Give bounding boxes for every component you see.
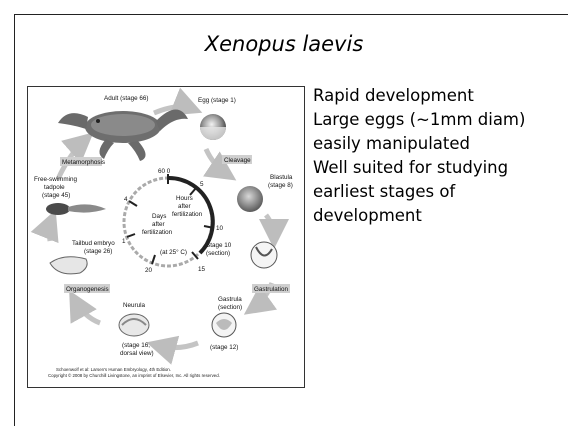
bullet-line: Large eggs (~1mm diam): [313, 110, 526, 129]
clock-tick-4: 4: [124, 196, 128, 203]
label-cleavage: Cleavage: [224, 157, 251, 164]
label-gastrula: Gastrula: [218, 296, 242, 303]
label-gastrulation: Gastrulation: [254, 286, 288, 293]
process-box-cleavage: [222, 155, 252, 164]
bullet-line: easily manipulated: [313, 134, 470, 153]
clock-tick-5: 5: [200, 181, 204, 188]
clock-hours-3: fertilization: [172, 211, 203, 218]
clock-temperature: (at 25° C): [160, 248, 187, 256]
label-gastrula-section: (section): [218, 304, 242, 311]
tadpole-illustration: [46, 203, 106, 215]
label-egg: Egg (stage 1): [198, 97, 236, 104]
bullet-line: Well suited for studying: [313, 158, 509, 177]
life-cycle-figure: Adult (stage 66) Egg (stage 1) Cleavage …: [27, 86, 305, 388]
life-cycle-diagram: Adult (stage 66) Egg (stage 1) Cleavage …: [30, 87, 293, 378]
label-metamorphosis: Metamorphosis: [62, 159, 105, 166]
blastula-illustration: [237, 186, 263, 212]
process-box-gastrulation: [252, 284, 290, 293]
figure-credit-2: Copyright © 2008 by Churchill Livingston…: [48, 373, 220, 378]
bullet-line: earliest stages of: [313, 182, 456, 201]
clock-tick-1: 1: [122, 238, 126, 245]
label-tadpole-3: (stage 45): [42, 192, 70, 199]
adult-frog-illustration: [58, 109, 188, 161]
bullet-line: Rapid development: [313, 86, 474, 105]
development-clock: Days after fertilization Hours after fer…: [122, 168, 224, 274]
clock-days-2: after: [152, 221, 165, 228]
process-box-organogenesis: [64, 284, 110, 293]
label-tadpole-2: tadpole: [44, 184, 65, 191]
clock-days-1: Days: [152, 213, 166, 220]
label-tadpole-1: Free-swimming: [34, 176, 78, 183]
label-tailbud: Tailbud embryo: [72, 240, 115, 247]
label-neurula-stage: (stage 16,: [122, 342, 150, 349]
label-blastula-stage: (stage 8): [268, 182, 293, 189]
process-box-metamorphosis: [60, 157, 102, 166]
slide-border-top: [14, 14, 568, 15]
label-stage-10: Stage 10: [206, 242, 232, 249]
clock-tick-10: 10: [216, 225, 224, 232]
label-gastrula-stage: (stage 12): [210, 344, 238, 351]
clock-tick-20: 20: [145, 267, 153, 274]
label-neurula: Neurula: [123, 302, 146, 309]
neurula-illustration: [118, 313, 150, 337]
slide-title: Xenopus laevis: [204, 32, 364, 56]
clock-hours-2: after: [178, 203, 191, 210]
clock-tick-60-0: 60 0: [158, 168, 171, 175]
tailbud-illustration: [49, 256, 88, 275]
clock-days-3: fertilization: [142, 229, 173, 236]
label-adult: Adult (stage 66): [104, 95, 148, 102]
label-stage-10-section: (section): [206, 250, 230, 257]
bullet-line: development: [313, 206, 422, 225]
label-organogenesis: Organogenesis: [66, 286, 109, 293]
label-tailbud-stage: (stage 26): [84, 248, 112, 255]
bullet-list: Rapid development Large eggs (~1mm diam)…: [313, 84, 563, 228]
clock-tick-15: 15: [198, 266, 206, 273]
clock-hours-1: Hours: [176, 195, 193, 202]
label-neurula-view: dorsal view): [120, 350, 154, 357]
slide-border-left: [14, 14, 15, 426]
figure-credit-1: Schoenwolf et al: Larsen's Human Embryol…: [56, 367, 171, 372]
label-blastula: Blastula: [270, 174, 293, 181]
